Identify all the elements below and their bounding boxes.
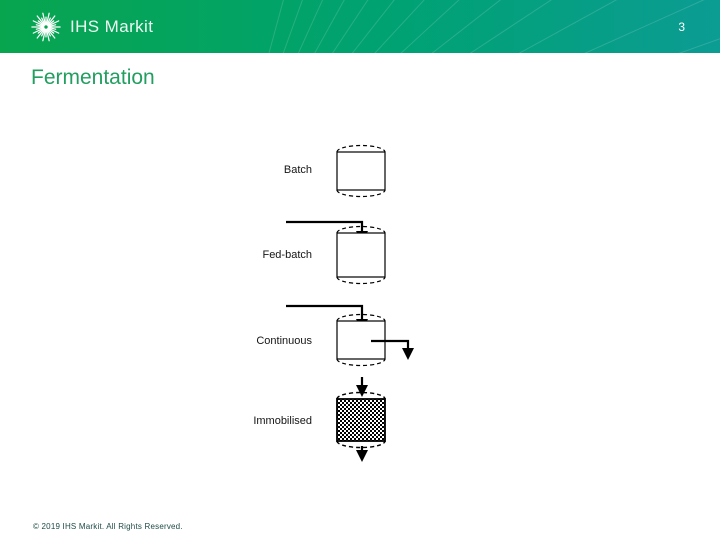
footer-copyright: © 2019 IHS Markit. All Rights Reserved. [33,522,183,531]
immobilised-input-arrow [356,377,368,397]
immobilised-cylinder [336,391,386,449]
page-number: 3 [678,20,685,34]
header-rays-decoration [268,0,720,53]
fed-batch-cylinder [336,225,386,285]
page-title: Fermentation [31,66,155,89]
header-banner: IHS Markit 3 [0,0,720,53]
continuous-label: Continuous [256,335,312,347]
batch-cylinder [336,144,386,198]
brand-name: IHS Markit [70,17,154,36]
fed-batch-label: Fed-batch [262,249,312,261]
brand-burst-icon [30,11,62,43]
continuous-output-arrow [371,339,414,360]
immobilised-output-arrow [356,446,368,462]
immobilised-label: Immobilised [253,415,312,427]
brand-logo: IHS Markit [30,10,153,44]
batch-label: Batch [283,164,312,176]
